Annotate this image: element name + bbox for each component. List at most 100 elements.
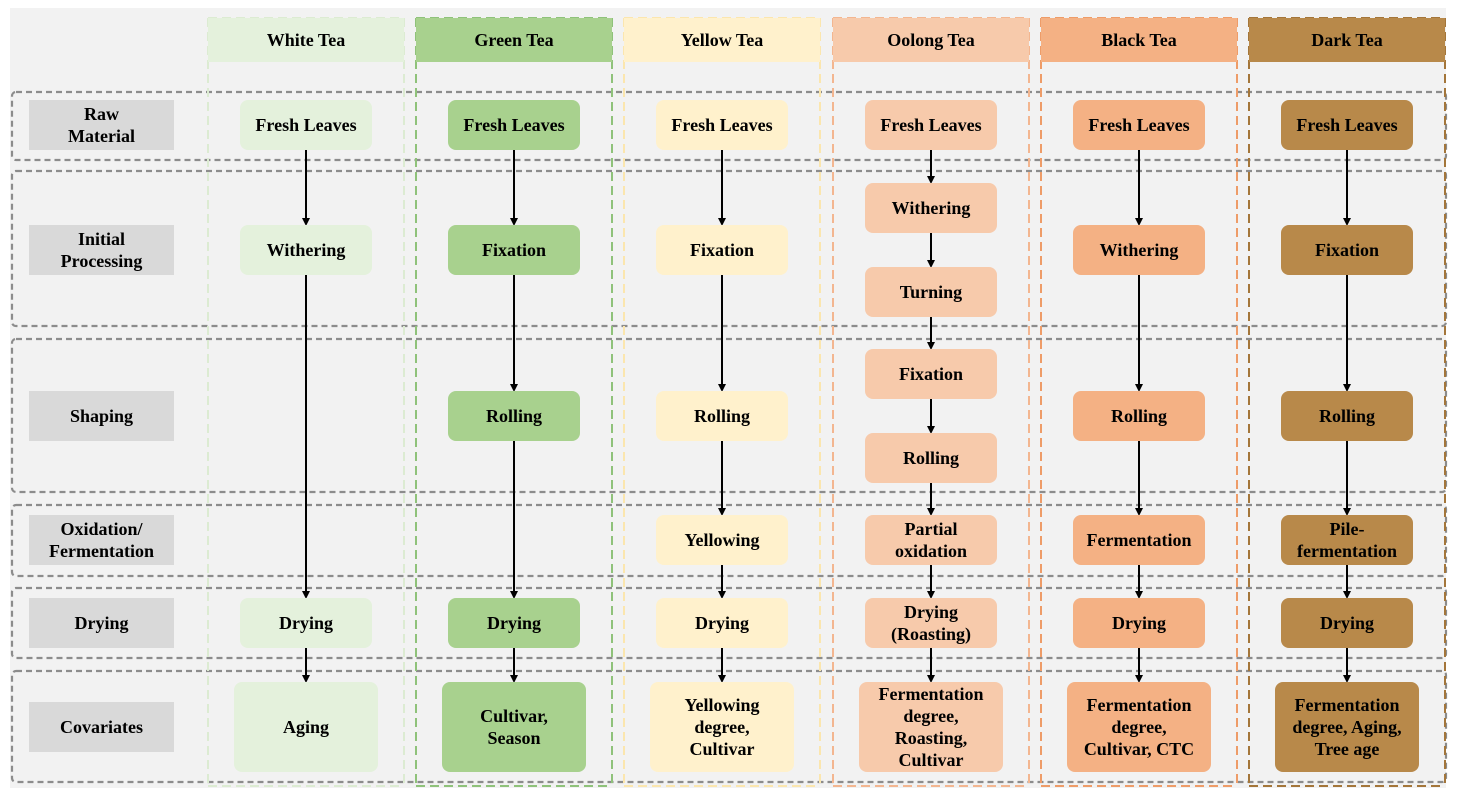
step-text: Fixation <box>690 240 754 260</box>
step-text: degree, <box>903 706 958 726</box>
step-dark-drying: Drying <box>1281 598 1413 648</box>
step-oolong-raw: Fresh Leaves <box>865 100 997 150</box>
step-green-initial: Fixation <box>448 225 580 275</box>
column-header-label: Black Tea <box>1101 30 1177 50</box>
step-oolong-shaping-b: Rolling <box>865 433 997 483</box>
step-text: Withering <box>1100 240 1179 260</box>
row-label-text: Initial <box>78 229 125 249</box>
step-white-initial: Withering <box>240 225 372 275</box>
step-text: degree, <box>694 717 749 737</box>
step-text: Drying <box>279 613 333 633</box>
step-text: Yellowing <box>684 695 759 715</box>
step-text: Fresh Leaves <box>255 115 356 135</box>
column-header-label: Dark Tea <box>1311 30 1383 50</box>
column-header-label: White Tea <box>267 30 346 50</box>
step-text: Withering <box>267 240 346 260</box>
step-dark-initial: Fixation <box>1281 225 1413 275</box>
row-label-text: Processing <box>61 251 143 271</box>
step-text: (Roasting) <box>891 624 971 645</box>
row-label-text: Shaping <box>70 406 133 426</box>
step-text: Fresh Leaves <box>1296 115 1397 135</box>
row-label-text: Material <box>68 126 135 146</box>
step-text: Drying <box>1320 613 1374 633</box>
step-text: Fresh Leaves <box>1088 115 1189 135</box>
step-text: Rolling <box>694 406 750 426</box>
step-text: oxidation <box>895 541 967 561</box>
step-oolong-drying: Drying(Roasting) <box>865 598 997 648</box>
row-label-text: Fermentation <box>49 541 154 561</box>
step-oolong-initial-b: Turning <box>865 267 997 317</box>
step-text: Fresh Leaves <box>671 115 772 135</box>
step-text: Partial <box>905 519 958 539</box>
step-text: Withering <box>892 198 971 218</box>
step-yellow-oxidation: Yellowing <box>656 515 788 565</box>
step-text: Cultivar <box>899 750 964 770</box>
row-labels: RawMaterialInitialProcessingShapingOxida… <box>29 100 174 752</box>
step-text: Rolling <box>1319 406 1375 426</box>
step-green-covariates: Cultivar,Season <box>442 682 586 772</box>
column-header-yellow: Yellow Tea <box>624 18 820 62</box>
row-label-text: Drying <box>75 613 129 633</box>
step-text: Fixation <box>1315 240 1379 260</box>
column-header-dark: Dark Tea <box>1249 18 1445 62</box>
step-text: Rolling <box>903 448 959 468</box>
step-text: Rolling <box>486 406 542 426</box>
column-header-green: Green Tea <box>416 18 612 62</box>
step-yellow-initial: Fixation <box>656 225 788 275</box>
row-label-shaping: Shaping <box>29 391 174 441</box>
step-text: degree, <box>1111 717 1166 737</box>
step-text: Fresh Leaves <box>463 115 564 135</box>
column-header-label: Oolong Tea <box>887 30 975 50</box>
step-yellow-raw: Fresh Leaves <box>656 100 788 150</box>
step-text: Fermentation <box>1295 695 1400 715</box>
step-green-shaping: Rolling <box>448 391 580 441</box>
step-white-covariates: Aging <box>234 682 378 772</box>
step-text: Turning <box>900 282 962 302</box>
step-text: Fixation <box>482 240 546 260</box>
column-header-label: Green Tea <box>474 30 553 50</box>
row-label-text: Raw <box>84 104 119 124</box>
step-text: degree, Aging, <box>1292 717 1401 737</box>
step-green-raw: Fresh Leaves <box>448 100 580 150</box>
step-text: Rolling <box>1111 406 1167 426</box>
step-text: Drying <box>904 602 958 622</box>
step-text: Cultivar <box>690 739 755 759</box>
step-dark-raw: Fresh Leaves <box>1281 100 1413 150</box>
row-label-oxidation: Oxidation/Fermentation <box>29 515 174 565</box>
step-text: Fixation <box>899 364 963 384</box>
step-black-shaping: Rolling <box>1073 391 1205 441</box>
step-text: fermentation <box>1297 541 1397 561</box>
step-black-initial: Withering <box>1073 225 1205 275</box>
row-label-text: Covariates <box>60 717 143 737</box>
step-text: Aging <box>283 717 329 737</box>
step-white-drying: Drying <box>240 598 372 648</box>
step-text: Fermentation <box>879 684 984 704</box>
step-white-raw: Fresh Leaves <box>240 100 372 150</box>
step-text: Yellowing <box>684 530 759 550</box>
step-text: Drying <box>695 613 749 633</box>
step-text: Tree age <box>1315 739 1380 759</box>
step-yellow-shaping: Rolling <box>656 391 788 441</box>
step-yellow-drying: Drying <box>656 598 788 648</box>
step-text: Fresh Leaves <box>880 115 981 135</box>
row-label-text: Oxidation/ <box>60 519 143 539</box>
step-green-drying: Drying <box>448 598 580 648</box>
column-header-label: Yellow Tea <box>681 30 764 50</box>
step-text: Pile- <box>1330 519 1365 539</box>
step-black-drying: Drying <box>1073 598 1205 648</box>
step-text: Drying <box>1112 613 1166 633</box>
step-text: Drying <box>487 613 541 633</box>
row-label-covariates: Covariates <box>29 702 174 752</box>
step-dark-oxidation: Pile-fermentation <box>1281 515 1413 565</box>
step-text: Season <box>487 728 540 748</box>
step-text: Fermentation <box>1087 530 1192 550</box>
